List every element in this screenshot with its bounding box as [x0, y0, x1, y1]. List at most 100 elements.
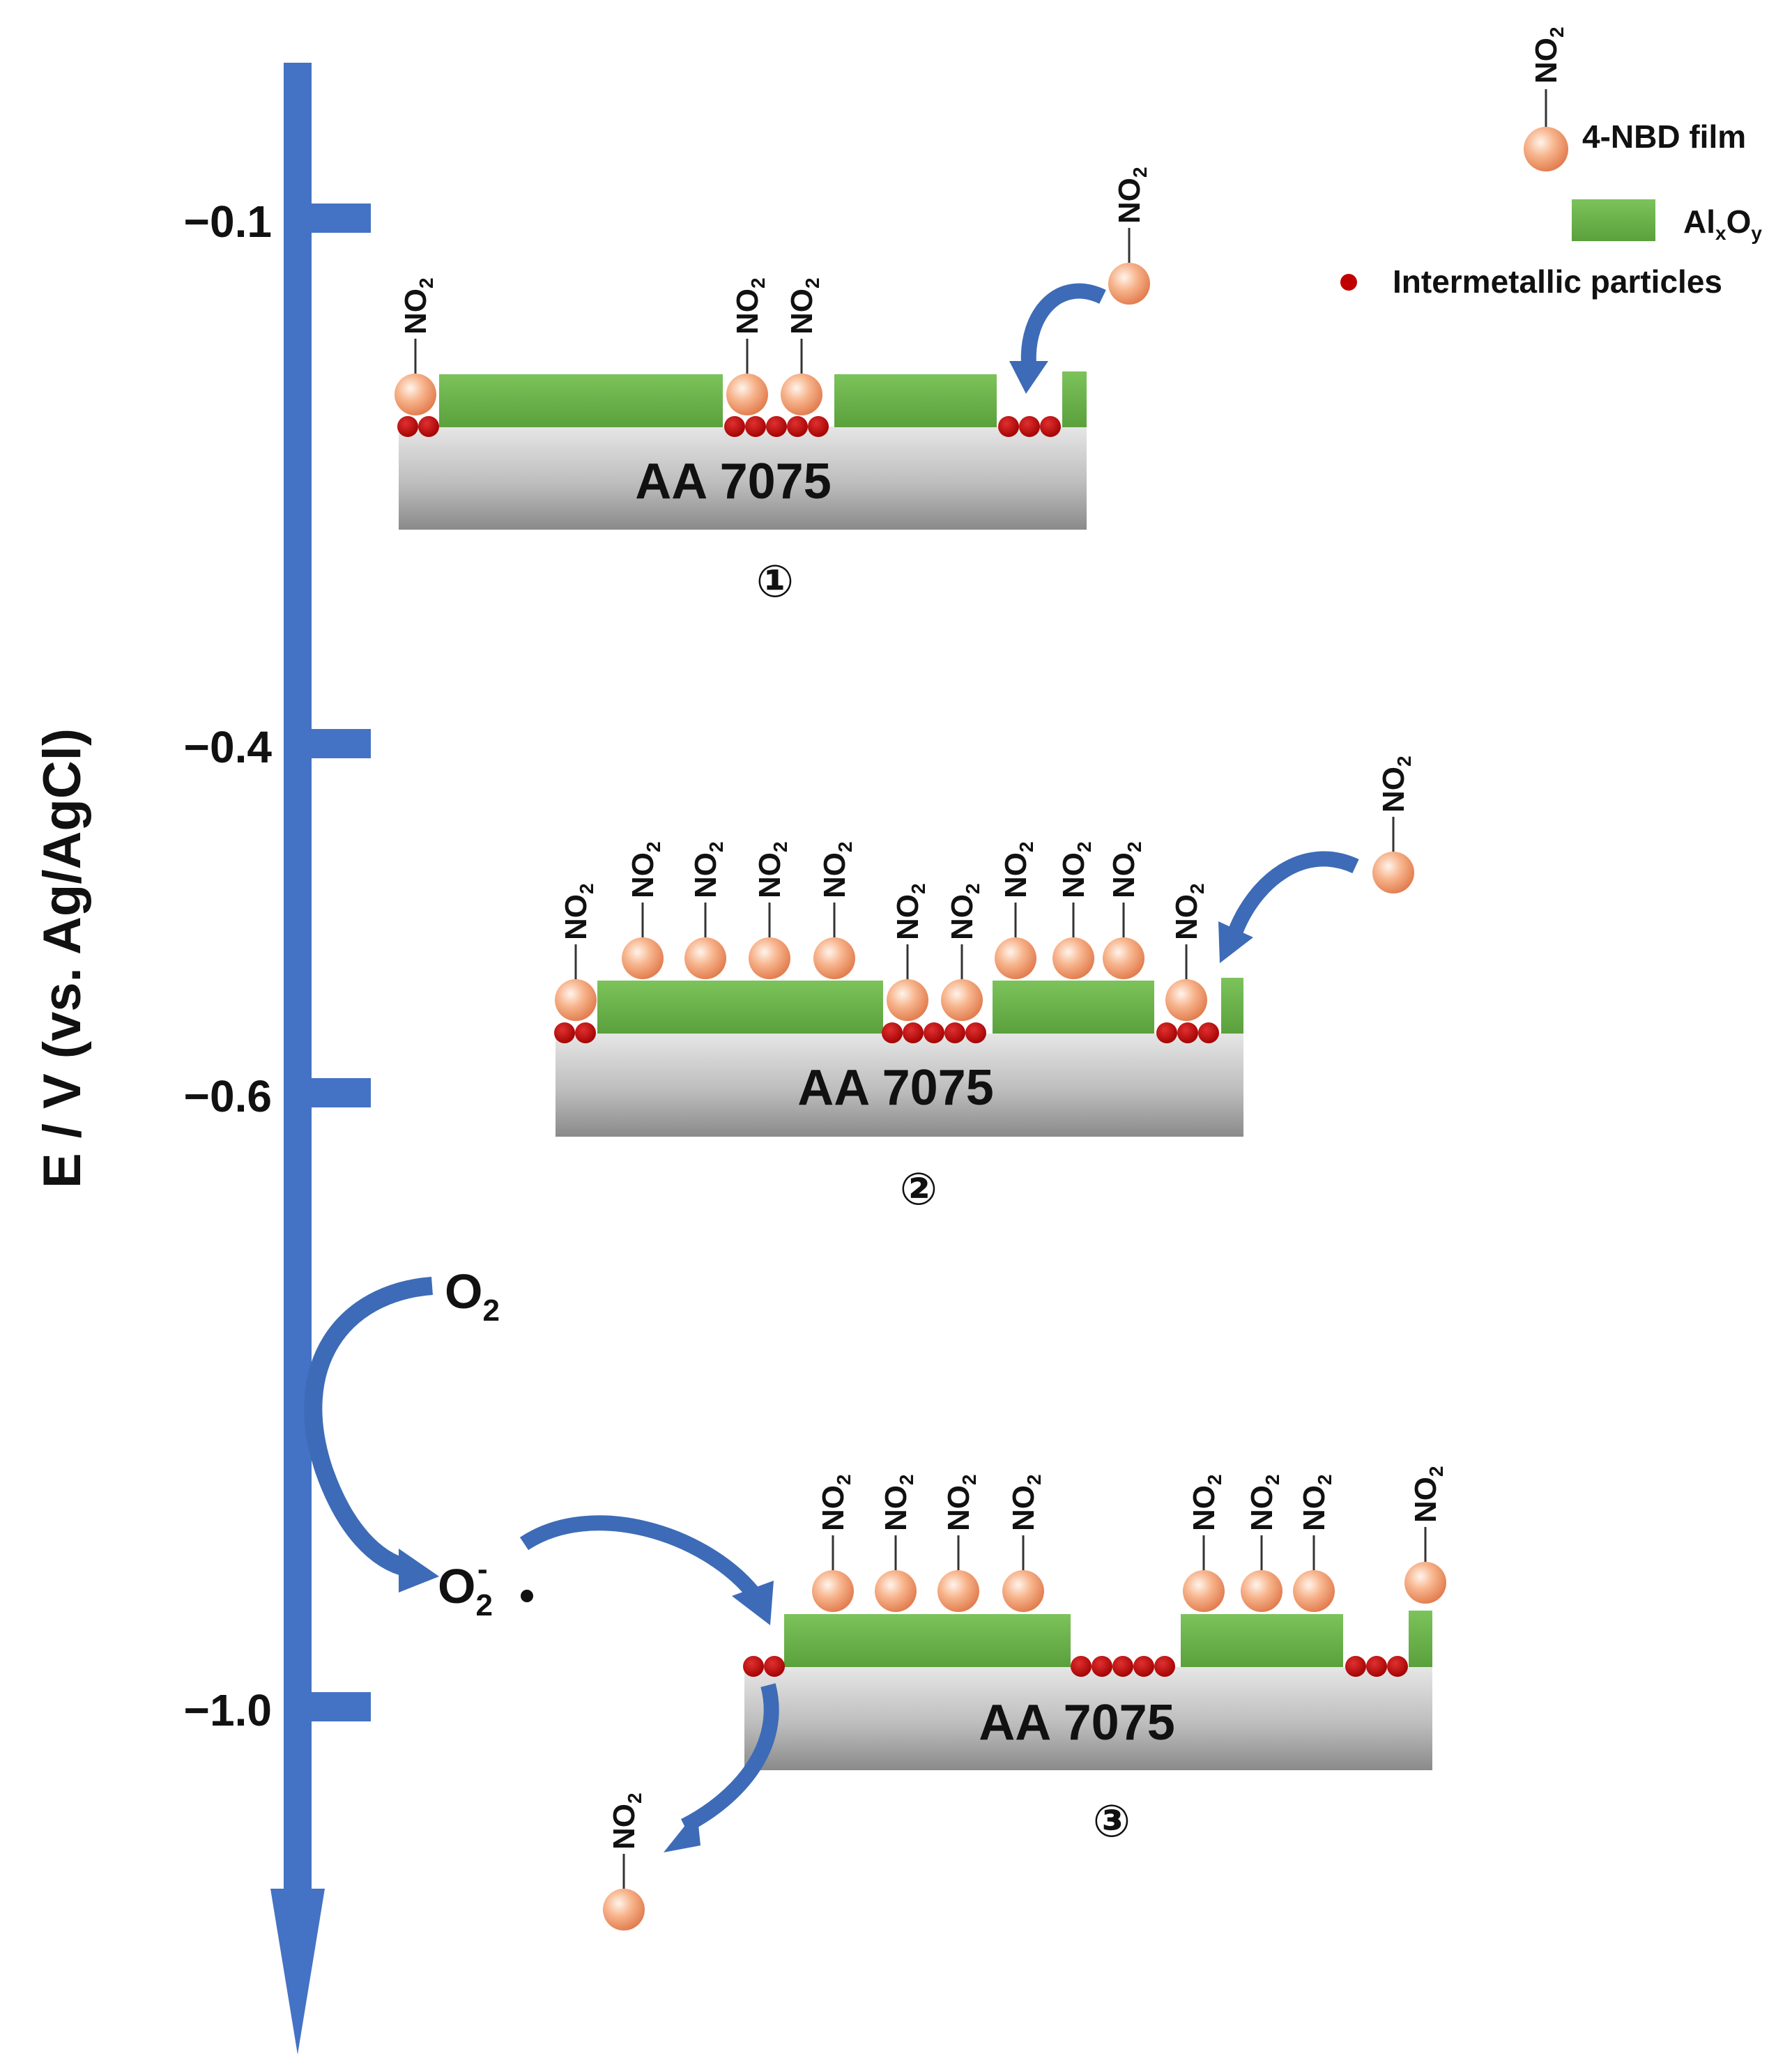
intermetallic-particle [554, 1022, 575, 1043]
intermetallic-particle [882, 1022, 903, 1043]
no2-label: NO2 [1006, 1474, 1045, 1531]
4nbd-molecule: NO2 [1183, 1474, 1225, 1612]
intermetallic-particle [1040, 416, 1061, 437]
alloy-substrate [399, 427, 1087, 530]
intermetallic-particle [418, 416, 439, 437]
4nbd-molecule: NO2 [995, 841, 1037, 979]
o2-label: O2 [445, 1264, 500, 1328]
no2-label: NO2 [942, 1474, 980, 1531]
molecule-ball [937, 1570, 979, 1612]
molecule-ball [887, 979, 928, 1021]
no2-label: NO2 [816, 1474, 855, 1531]
legend-oxide-label: AlxOy [1683, 204, 1762, 244]
tick-mark [307, 729, 371, 758]
molecule-ball [395, 374, 436, 415]
legend-particles-label: Intermetallic particles [1393, 263, 1722, 300]
intermetallic-particle [764, 1656, 785, 1677]
legend-film-icon: NO2 [1524, 26, 1568, 171]
4nbd-molecule: NO2 [1165, 883, 1208, 1021]
4nbd-molecule: NO2 [812, 1474, 855, 1612]
intermetallic-particle [903, 1022, 924, 1043]
no2-label: NO2 [730, 277, 769, 335]
intermetallic-particles [397, 416, 1061, 437]
4nbd-molecule: NO2 [813, 841, 856, 979]
curved-arrow [1227, 851, 1359, 936]
intermetallic-particle [1387, 1656, 1408, 1677]
curved-arrow [680, 1683, 779, 1833]
molecule-ball [781, 374, 822, 415]
intermetallic-particle [1154, 1656, 1175, 1677]
intermetallic-particle [1112, 1656, 1133, 1677]
axis-shaft [284, 63, 312, 1892]
curved-arrow-head [1009, 361, 1048, 394]
4nbd-molecule: NO2 [941, 883, 983, 1021]
no2-group-label: NO2 [1529, 26, 1568, 84]
molecule-ball [1052, 937, 1094, 979]
no2-label: NO2 [1112, 167, 1151, 224]
intermetallic-particle [743, 1656, 764, 1677]
4nbd-molecule: NO2 [1002, 1474, 1045, 1612]
no2-label: NO2 [689, 841, 727, 898]
molecule-ball [1293, 1570, 1335, 1612]
no2-label: NO2 [1187, 1474, 1225, 1531]
no2-label: NO2 [1170, 883, 1208, 940]
intermetallic-particle [965, 1022, 986, 1043]
grafted-4nbd-molecules: NO2 NO2 NO2 NO2 [555, 883, 1208, 1021]
no2-label: NO2 [999, 841, 1037, 898]
grafted-4nbd-molecules: NO2 NO2 NO2 [395, 277, 823, 415]
molecule-ball [941, 979, 983, 1021]
stage-number: ③ [1093, 1796, 1131, 1846]
oxide-layer [597, 981, 883, 1034]
no2-label: NO2 [891, 883, 929, 940]
oxide-layer [784, 1614, 1071, 1667]
alloy-substrate [556, 1034, 1243, 1137]
intermetallic-particles [554, 1022, 1219, 1043]
intermetallic-particle [1345, 1656, 1366, 1677]
no2-label: NO2 [399, 277, 437, 335]
grafted-4nbd-molecules: NO2 [1404, 1466, 1447, 1604]
free-4nbd-molecule: NO2 [1108, 167, 1151, 305]
curved-arrow-head [664, 1811, 700, 1852]
potential-axis: −0.1 −0.4 −0.6 −1.0 E / V (vs. Ag/AgCl) [33, 63, 371, 2055]
superoxide-label: O2- [438, 1552, 493, 1622]
no2-label: NO2 [607, 1793, 645, 1850]
molecule-ball [1002, 1570, 1044, 1612]
intermetallic-particles [743, 1656, 1408, 1677]
molecule-ball [1165, 979, 1207, 1021]
4nbd-molecule: NO2 [555, 883, 597, 1021]
legend-oxide-swatch [1572, 199, 1655, 241]
4nbd-molecule: NO2 [395, 277, 437, 415]
molecule-ball [1372, 852, 1414, 893]
legend-film-label: 4-NBD film [1582, 118, 1746, 155]
tick-mark [307, 204, 371, 233]
no2-label: NO2 [1377, 755, 1415, 813]
oxide-layer [439, 374, 723, 427]
intermetallic-particle [1366, 1656, 1387, 1677]
intermetallic-particle [766, 416, 787, 437]
no2-label: NO2 [785, 277, 823, 335]
radical-dot [521, 1590, 533, 1602]
intermetallic-particle [1071, 1656, 1092, 1677]
oxide-layer [1221, 978, 1243, 1034]
molecule-ball [813, 937, 855, 979]
tick-mark [307, 1692, 371, 1721]
tick-label: −1.0 [184, 1685, 272, 1735]
intermetallic-particle [1198, 1022, 1219, 1043]
curved-arrow-head [399, 1549, 439, 1592]
4nbd-molecule: NO2 [603, 1793, 645, 1930]
4nbd-molecule: NO2 [1052, 841, 1095, 979]
no2-label: NO2 [1409, 1466, 1447, 1523]
intermetallic-particle [1092, 1656, 1112, 1677]
intermetallic-particle [944, 1022, 965, 1043]
oxide-layer [1062, 371, 1087, 427]
intermetallic-particle [1156, 1022, 1177, 1043]
no2-label: NO2 [1245, 1474, 1283, 1531]
oxide-layer [1181, 1614, 1343, 1667]
curved-arrow-head [1218, 921, 1253, 963]
oxide-layer [834, 374, 997, 427]
curved-arrow [519, 1515, 759, 1598]
molecule-ball [1404, 1562, 1446, 1604]
